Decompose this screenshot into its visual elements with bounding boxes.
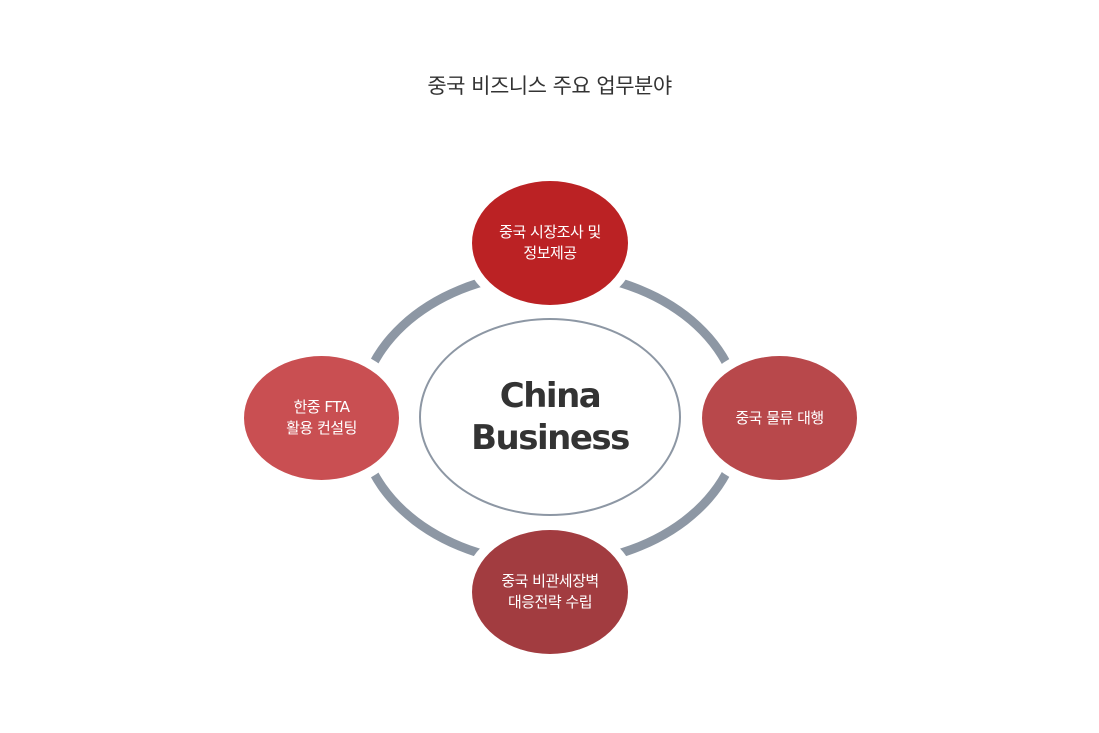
node-non-tariff-barrier-line1: 중국 비관세장벽 — [501, 572, 599, 590]
node-fta-consulting: 한중 FTA 활용 컨설팅 — [244, 356, 399, 480]
center-ellipse: China Business — [419, 318, 681, 516]
node-non-tariff-barrier-line2: 대응전략 수립 — [507, 593, 593, 611]
node-logistics-line1: 중국 물류 대행 — [735, 408, 824, 427]
node-market-research-line2: 정보제공 — [523, 244, 577, 262]
node-market-research: 중국 시장조사 및 정보제공 — [472, 181, 628, 305]
node-market-research-line1: 중국 시장조사 및 — [499, 223, 601, 241]
node-logistics: 중국 물류 대행 — [702, 356, 857, 480]
node-non-tariff-barrier: 중국 비관세장벽 대응전략 수립 — [472, 530, 628, 654]
center-label-line2: Business — [471, 418, 630, 458]
node-fta-consulting-line1: 한중 FTA — [293, 398, 351, 416]
node-fta-consulting-line2: 활용 컨설팅 — [286, 419, 357, 437]
center-label-line1: China — [499, 376, 602, 416]
page-title: 중국 비즈니스 주요 업무분야 — [427, 74, 672, 98]
